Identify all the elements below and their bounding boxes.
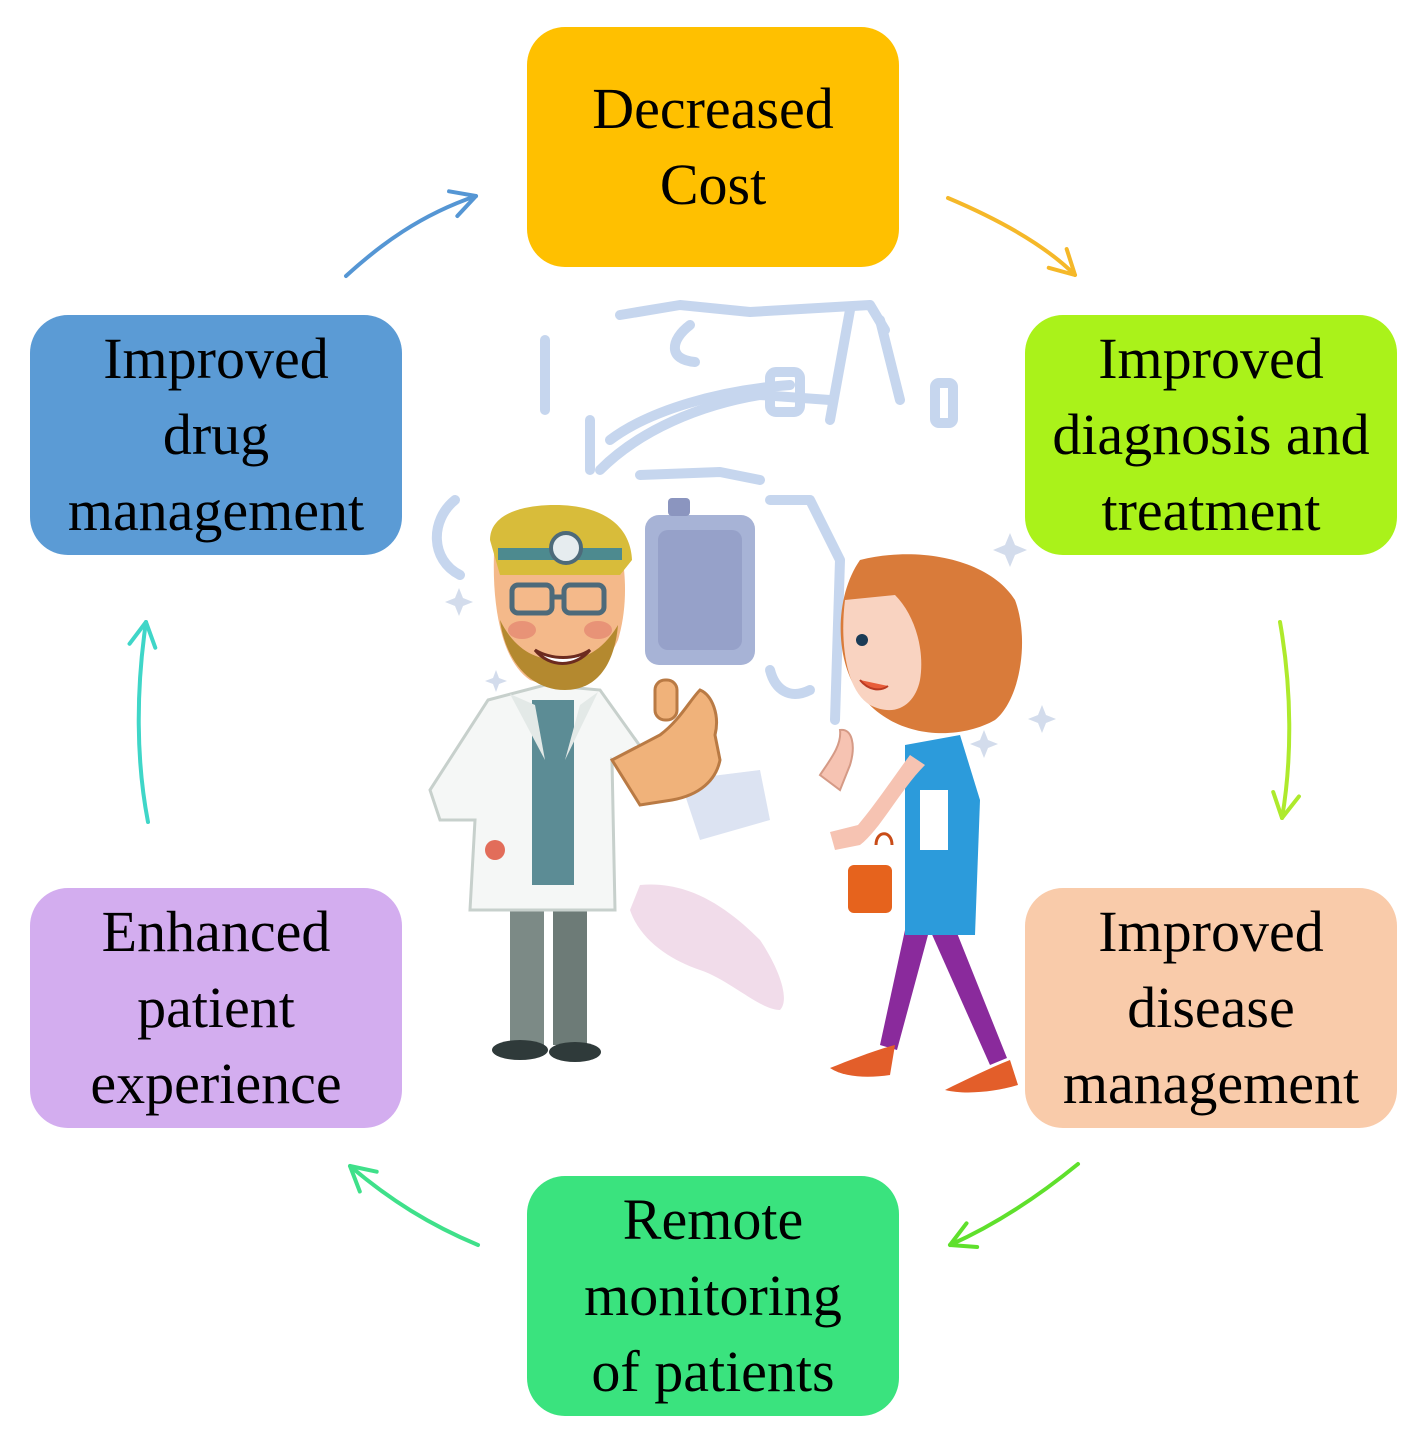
node-line: Cost: [659, 152, 767, 217]
node-line: management: [67, 478, 365, 543]
node-line: treatment: [1101, 478, 1321, 543]
chair-headrest: [668, 498, 690, 516]
chair-floor-mat: [630, 884, 784, 1010]
node-line: experience: [90, 1051, 342, 1116]
node-line: Remote: [622, 1187, 804, 1252]
doctor-icon: [428, 505, 722, 1062]
arrow-remote-to-patient: [348, 1164, 480, 1247]
arrow-diag-to-disease: [1278, 620, 1292, 820]
arrow-head-cost-to-diag: [1046, 247, 1077, 277]
node-improved-disease-management: Improved disease management: [1025, 888, 1397, 1128]
node-improved-drug-management: Improved drug management: [30, 315, 402, 555]
arrow-head-disease-to-remote: [948, 1221, 980, 1249]
dentist-chair-icon: [431, 300, 958, 725]
arrow-cost-to-diag: [946, 196, 1077, 277]
node-line: disease: [1127, 975, 1295, 1040]
node-improved-diagnosis: Improved diagnosis and treatment: [1025, 315, 1397, 555]
node-line: diagnosis and: [1052, 402, 1370, 467]
node-remote-monitoring: Remote monitoring of patients: [527, 1176, 899, 1416]
sparkle-decorations: [445, 533, 1056, 758]
node-line: Decreased: [592, 76, 834, 141]
node-line: Improved: [103, 326, 329, 391]
node-line: monitoring: [584, 1263, 842, 1328]
node-line: Enhanced: [101, 899, 331, 964]
node-line: drug: [162, 402, 270, 467]
node-line: of patients: [591, 1339, 835, 1404]
arrow-head-drug-to-cost: [447, 189, 478, 219]
node-line: patient: [137, 975, 295, 1040]
node-line: Improved: [1098, 326, 1324, 391]
arrow-drug-to-cost: [344, 194, 478, 278]
arrow-head-diag-to-disease: [1271, 790, 1301, 820]
chair-backrest-shadow: [658, 530, 742, 650]
arrow-patient-to-drug: [136, 620, 150, 824]
arrow-disease-to-remote: [948, 1162, 1080, 1247]
arrow-head-remote-to-patient: [348, 1164, 379, 1194]
node-line: management: [1062, 1051, 1360, 1116]
patient-woman-icon: [818, 554, 1023, 1093]
node-line: Improved: [1098, 899, 1324, 964]
node-enhanced-patient-experience: Enhanced patient experience: [30, 888, 402, 1128]
arrow-head-patient-to-drug: [127, 620, 158, 650]
